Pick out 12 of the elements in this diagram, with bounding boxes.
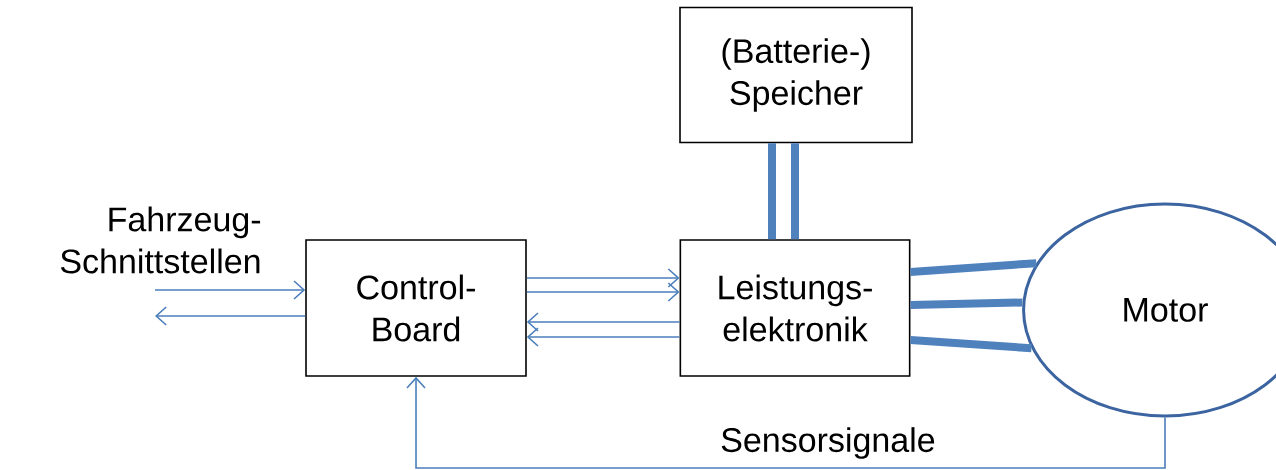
arrow (526, 312, 681, 332)
block-box: (Batterie-) Speicher (679, 6, 913, 144)
arrow (406, 376, 1166, 469)
arrow (526, 268, 680, 288)
edge-label: Sensorsignale (718, 425, 938, 461)
arrow (526, 282, 680, 302)
interface-label: Fahrzeug- Schnittstellen (60, 206, 261, 274)
arrow (155, 306, 306, 326)
block-box: Leistungs- elektronik (679, 239, 911, 377)
arrow (154, 280, 306, 300)
arrow (526, 327, 681, 347)
block-box: Control- Board (305, 239, 527, 377)
